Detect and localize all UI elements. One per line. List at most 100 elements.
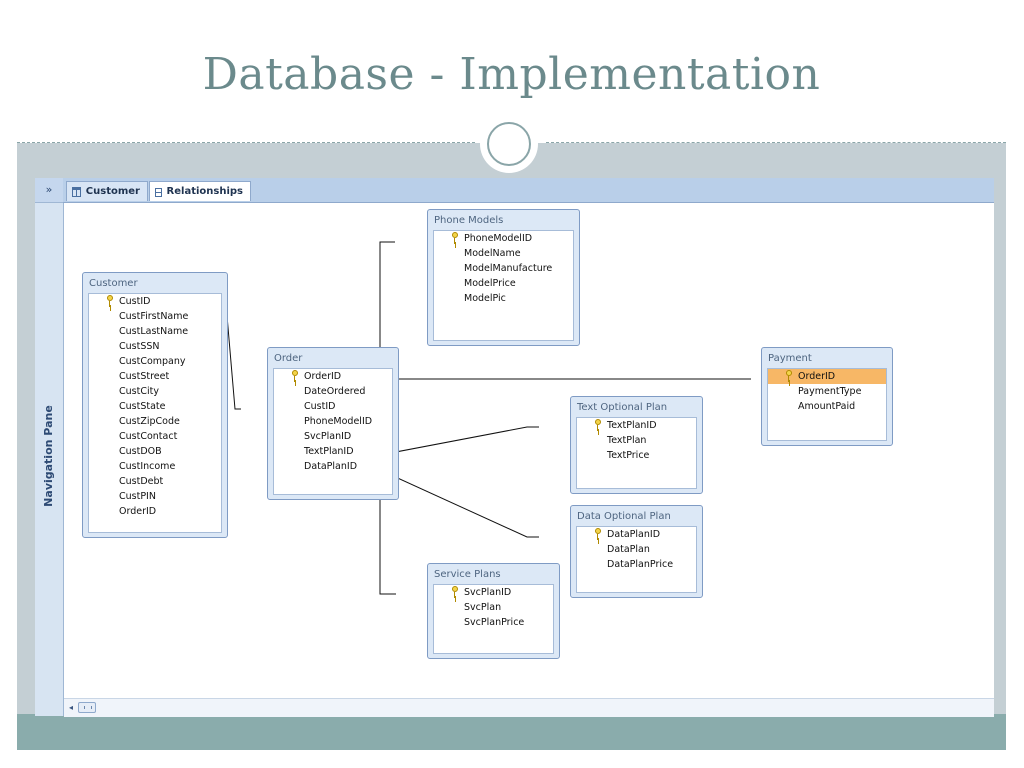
field-label: PhoneModelID xyxy=(464,233,533,244)
field-label: CustContact xyxy=(119,431,178,442)
field-label: SvcPlan xyxy=(464,602,502,613)
primary-key-icon xyxy=(106,295,114,307)
field-svcplanprice[interactable]: SvcPlanPrice xyxy=(434,615,553,630)
field-dataplan[interactable]: DataPlan xyxy=(577,542,696,557)
field-label: SvcPlanPrice xyxy=(464,617,525,628)
tab-label: Customer xyxy=(85,186,140,197)
table-title[interactable]: Text Optional Plan xyxy=(577,402,668,413)
field-custlastname[interactable]: CustLastName xyxy=(89,324,221,339)
field-label: ModelPic xyxy=(464,293,506,304)
scroll-left-icon[interactable]: ◂ xyxy=(68,703,73,712)
field-textplanid[interactable]: TextPlanID xyxy=(274,444,392,459)
field-modelmanufacture[interactable]: ModelManufacture xyxy=(434,261,573,276)
nav-pane-toggle-icon[interactable]: » xyxy=(35,178,63,203)
field-svcplan[interactable]: SvcPlan xyxy=(434,600,553,615)
horizontal-scrollbar[interactable]: ◂ xyxy=(64,698,994,717)
field-dateordered[interactable]: DateOrdered xyxy=(274,384,392,399)
field-custcity[interactable]: CustCity xyxy=(89,384,221,399)
field-phonemodelid[interactable]: PhoneModelID xyxy=(274,414,392,429)
field-amountpaid[interactable]: AmountPaid xyxy=(768,399,886,414)
primary-key-icon xyxy=(785,370,793,382)
field-label: CustFirstName xyxy=(119,311,189,322)
table-title[interactable]: Customer xyxy=(89,278,138,289)
field-label: CustDOB xyxy=(119,446,162,457)
table-title[interactable]: Order xyxy=(274,353,303,364)
table-title[interactable]: Service Plans xyxy=(434,569,501,580)
field-custssn[interactable]: CustSSN xyxy=(89,339,221,354)
primary-key-icon xyxy=(291,370,299,382)
field-label: CustIncome xyxy=(119,461,176,472)
field-custpin[interactable]: CustPIN xyxy=(89,489,221,504)
field-textplanid[interactable]: TextPlanID xyxy=(577,418,696,433)
table-title[interactable]: Payment xyxy=(768,353,812,364)
navigation-pane[interactable]: » Navigation Pane xyxy=(35,178,64,716)
field-dataplanprice[interactable]: DataPlanPrice xyxy=(577,557,696,572)
primary-key-icon xyxy=(451,232,459,244)
field-label: ModelPrice xyxy=(464,278,516,289)
field-custid[interactable]: CustID xyxy=(89,294,221,309)
access-window: » Navigation Pane Customer Relationships xyxy=(35,178,994,717)
field-custcontact[interactable]: CustContact xyxy=(89,429,221,444)
field-custincome[interactable]: CustIncome xyxy=(89,459,221,474)
field-label: PaymentType xyxy=(798,386,862,397)
scroll-thumb[interactable] xyxy=(78,702,96,713)
field-label: CustPIN xyxy=(119,491,156,502)
slide-header: Database - Implementation xyxy=(17,17,1006,143)
field-custdebt[interactable]: CustDebt xyxy=(89,474,221,489)
field-label: OrderID xyxy=(798,371,836,382)
navigation-pane-label[interactable]: Navigation Pane xyxy=(42,405,55,507)
field-label: OrderID xyxy=(119,506,157,517)
table-title[interactable]: Data Optional Plan xyxy=(577,511,671,522)
tab-relationships[interactable]: Relationships xyxy=(149,181,251,201)
field-label: CustLastName xyxy=(119,326,189,337)
field-custzipcode[interactable]: CustZipCode xyxy=(89,414,221,429)
circle-ornament-icon xyxy=(480,115,538,173)
field-custdob[interactable]: CustDOB xyxy=(89,444,221,459)
field-textplan[interactable]: TextPlan xyxy=(577,433,696,448)
table-title[interactable]: Phone Models xyxy=(434,215,504,226)
field-custstreet[interactable]: CustStreet xyxy=(89,369,221,384)
field-phonemodelid[interactable]: PhoneModelID xyxy=(434,231,573,246)
field-textprice[interactable]: TextPrice xyxy=(577,448,696,463)
tab-customer[interactable]: Customer xyxy=(66,181,148,201)
field-modelprice[interactable]: ModelPrice xyxy=(434,276,573,291)
field-dataplanid[interactable]: DataPlanID xyxy=(577,527,696,542)
field-svcplanid[interactable]: SvcPlanID xyxy=(274,429,392,444)
field-svcplanid[interactable]: SvcPlanID xyxy=(434,585,553,600)
field-label: TextPlanID xyxy=(607,420,657,431)
field-label: CustDebt xyxy=(119,476,164,487)
field-dataplanid[interactable]: DataPlanID xyxy=(274,459,392,474)
field-label: TextPrice xyxy=(607,450,650,461)
field-custstate[interactable]: CustState xyxy=(89,399,221,414)
field-label: DataPlanPrice xyxy=(607,559,674,570)
field-custcompany[interactable]: CustCompany xyxy=(89,354,221,369)
primary-key-icon xyxy=(594,419,602,431)
field-label: TextPlan xyxy=(607,435,647,446)
field-modelname[interactable]: ModelName xyxy=(434,246,573,261)
field-modelpic[interactable]: ModelPic xyxy=(434,291,573,306)
field-custfirstname[interactable]: CustFirstName xyxy=(89,309,221,324)
field-paymenttype[interactable]: PaymentType xyxy=(768,384,886,399)
field-custid[interactable]: CustID xyxy=(274,399,392,414)
field-label: DataPlan xyxy=(607,544,650,555)
field-orderid[interactable]: OrderID xyxy=(89,504,221,519)
table-icon xyxy=(72,186,81,197)
field-label: SvcPlanID xyxy=(304,431,352,442)
field-orderid[interactable]: OrderID xyxy=(274,369,392,384)
field-orderid[interactable]: OrderID xyxy=(768,369,886,384)
